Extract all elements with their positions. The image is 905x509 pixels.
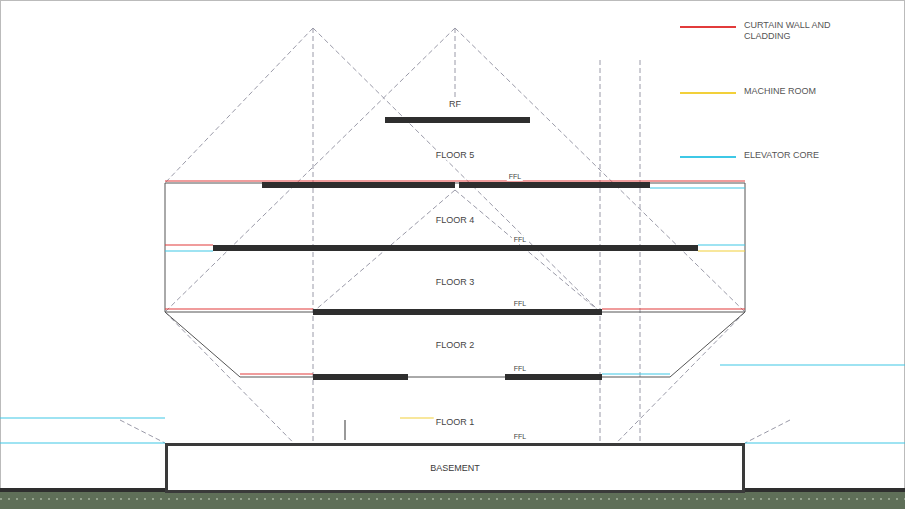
legend-text: ELEVATOR CORE (742, 150, 846, 161)
basement-box: BASEMENT (165, 443, 745, 493)
level-mark: FFL (512, 236, 528, 244)
legend-text: MACHINE ROOM (742, 86, 846, 97)
floor-label: FLOOR 2 (434, 340, 477, 350)
system-lines (0, 181, 905, 443)
legend-text: CURTAIN WALL AND CLADDING (742, 20, 846, 42)
node-label: BASEMENT (430, 463, 480, 473)
floor-label: RF (447, 99, 463, 109)
construction-lines (120, 28, 790, 480)
floor-label: FLOOR 3 (434, 277, 477, 287)
level-mark: FFL (512, 365, 528, 373)
floor-label: FLOOR 5 (434, 150, 477, 160)
floor-slab (213, 117, 698, 380)
legend-line (680, 26, 736, 28)
level-mark: FFL (512, 433, 528, 441)
level-mark: FFL (507, 173, 523, 181)
floor-frame (165, 183, 745, 377)
floor-label: FLOOR 4 (434, 215, 477, 225)
legend-line (680, 156, 736, 158)
floor-label: FLOOR 1 (434, 417, 477, 427)
legend-line (680, 92, 736, 94)
level-mark: FFL (512, 300, 528, 308)
